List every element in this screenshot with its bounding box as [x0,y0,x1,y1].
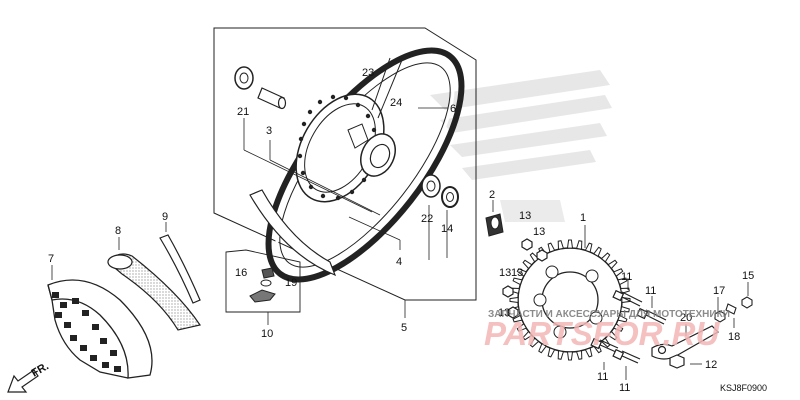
sprocket-tooth [529,337,540,348]
callout-12: 12 [705,359,717,371]
sprocket-tooth [566,351,574,361]
sprocket-tooth [617,277,628,286]
sprocket-tooth [612,268,624,277]
callout-11-d: 11 [619,382,630,394]
callout-13-a: 13 [519,210,531,222]
bearing-21 [234,66,254,90]
collar-3 [257,87,287,110]
adjuster-nuts [714,296,753,323]
sprocket-tooth [516,323,528,332]
sprocket-tooth [529,252,540,263]
axle-nut [669,354,685,369]
sprocket-tooth [612,323,624,332]
callout-11-b: 11 [645,285,656,297]
sprocket-nuts [502,238,548,319]
front-direction-arrow: FR. [7,360,51,393]
callout-18: 18 [728,331,740,343]
callout-14: 14 [441,223,453,235]
valve-kit-frame [225,249,301,313]
rim-strip [159,234,201,304]
callout-4: 4 [396,256,402,268]
sprocket-tooth [538,342,547,354]
sprocket-tooth [557,350,565,360]
callout-3: 3 [266,125,272,137]
valve-parts [249,267,276,303]
callout-13-e: 13 [499,267,511,279]
rim-band [249,189,337,277]
sprocket-tooth [607,330,618,341]
sprocket-tooth [557,240,565,250]
direction-label: FR. [30,360,51,379]
sprocket-tooth [516,268,528,277]
sprocket-tooth [584,242,593,253]
sprocket-tooth [512,314,523,323]
callout-22: 22 [421,213,433,225]
sprocket-tooth [584,347,593,358]
sprocket-tooth [575,350,583,360]
callout-11-c: 11 [597,371,608,383]
side-collar-2 [485,213,504,237]
callout-10: 10 [261,328,273,340]
spokes [371,57,403,119]
callout-labels: 1 2 3 4 5 6 7 8 9 10 11 11 11 11 12 13 1… [48,67,754,394]
sprocket-tooth [509,296,519,304]
partsfor-watermark: PARTSFOR.RU ЗАПЧАСТИ И АКСЕССУАРЫ ДЛЯ МО… [484,309,730,352]
bearing-22 [421,174,441,198]
sprocket-tooth [566,239,574,249]
sprocket-tooth [547,347,556,358]
sprocket-tooth [620,305,630,313]
sprocket-bolts [590,289,667,364]
callout-1: 1 [580,212,586,224]
axle-plate [651,325,719,360]
sprocket-tooth [522,330,533,341]
sprocket-tooth [600,252,611,263]
callout-5: 5 [401,322,407,334]
callout-13-b: 13 [533,226,545,238]
callout-11-a: 11 [621,271,632,283]
watermark-tagline: ЗАПЧАСТИ И АКСЕССУАРЫ ДЛЯ МОТОТЕХНИКИ [488,309,730,320]
callout-2: 2 [489,189,495,201]
sprocket-tooth [593,246,602,258]
callout-7: 7 [48,253,54,265]
sprocket-tooth [522,259,533,270]
callout-17: 17 [713,285,725,297]
sprocket-tooth [547,242,556,253]
callout-13-d: 13 [498,307,510,319]
callout-8: 8 [115,225,121,237]
sprocket-tooth [617,314,628,323]
callout-9: 9 [162,211,168,223]
sprocket-tooth [512,277,523,286]
callout-21: 21 [237,106,249,118]
callout-13-c: 13 [511,267,523,279]
watermark-brand: PARTSFOR.RU [484,315,720,352]
rear-hub [295,93,396,203]
wheel-assembly-frame [213,27,477,301]
diagram-code: KSJ8F0900 [720,383,767,393]
driven-sprocket [509,239,631,361]
callout-24: 24 [390,97,402,109]
oil-seal-14 [441,186,459,208]
inner-tube [107,253,201,331]
sprocket-tooth [575,240,583,250]
callout-15: 15 [742,270,754,282]
callout-19: 19 [285,277,297,289]
callout-16: 16 [235,267,247,279]
callout-23: 23 [362,67,374,79]
tire [47,279,153,379]
sprocket-tooth [607,259,618,270]
leader-lines [51,107,749,380]
callout-20: 20 [680,312,692,324]
wing-logo-watermark [430,70,612,222]
callout-6: 6 [450,103,456,115]
